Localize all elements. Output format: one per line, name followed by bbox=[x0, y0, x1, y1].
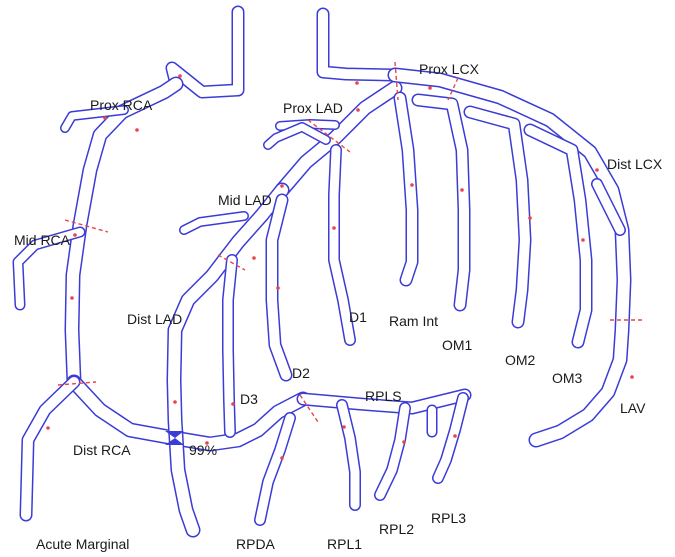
cut-mid-lad bbox=[217, 254, 246, 271]
segment-dot-12 bbox=[453, 434, 457, 438]
label-rpl3: RPL3 bbox=[431, 510, 466, 526]
vessel-ram-int-lumen bbox=[395, 93, 417, 285]
vessel-rpl1-lumen bbox=[337, 400, 360, 510]
segment-dot-5 bbox=[46, 426, 50, 430]
label-lav: LAV bbox=[620, 400, 646, 416]
segment-dot-13 bbox=[355, 81, 359, 85]
label-dist-rca: Dist RCA bbox=[73, 442, 131, 458]
cut-mid-rca bbox=[64, 219, 109, 233]
label-d2: D2 bbox=[292, 365, 310, 381]
vessel-rpl2-lumen bbox=[375, 403, 410, 500]
vessel-lad-d1-main-lumen bbox=[329, 145, 355, 345]
vessel-rca-prox-outline bbox=[64, 76, 184, 390]
cut-prox-lad bbox=[307, 119, 351, 153]
vessel-rca-mid-branch-lumen bbox=[14, 228, 84, 309]
label-dist-lad: Dist LAD bbox=[127, 311, 182, 327]
label-dist-lcx: Dist LCX bbox=[607, 156, 663, 172]
vessel-rpls-lumen bbox=[298, 390, 470, 413]
segment-dot-2 bbox=[135, 128, 139, 132]
segment-dot-25 bbox=[231, 402, 235, 406]
segment-dot-8 bbox=[280, 184, 284, 188]
vessel-aortic-rca-stub-lumen bbox=[167, 7, 243, 97]
segment-dot-18 bbox=[528, 216, 532, 220]
label-om3: OM3 bbox=[552, 370, 583, 386]
vessel-prox-lad-branch-lumen bbox=[276, 120, 339, 130]
segment-boundaries bbox=[57, 61, 642, 423]
vessel-lad-prox-lumen bbox=[276, 82, 401, 196]
segment-dot-6 bbox=[173, 400, 177, 404]
label-d3: D3 bbox=[240, 391, 258, 407]
vessel-d3-lumen bbox=[223, 255, 237, 437]
cut-d2 bbox=[299, 394, 319, 423]
vessel-rpl3-lumen bbox=[433, 393, 468, 483]
vessel-rpda-lumen bbox=[255, 413, 295, 525]
label-rpls: RPLS bbox=[365, 388, 402, 404]
segment-dot-17 bbox=[460, 188, 464, 192]
vessel-outlines bbox=[12, 5, 632, 538]
segment-dot-19 bbox=[581, 238, 585, 242]
label-rpl1: RPL1 bbox=[327, 536, 362, 552]
vessel-om3-lumen bbox=[525, 125, 591, 347]
segment-dot-20 bbox=[595, 168, 599, 172]
label-prox-lad: Prox LAD bbox=[283, 100, 343, 116]
vessel-rca-dist-lumen bbox=[68, 376, 309, 450]
label-ram-int: Ram Int bbox=[389, 313, 438, 329]
vessel-om2-lumen bbox=[465, 107, 530, 327]
label-prox-rca: Prox RCA bbox=[90, 97, 153, 113]
segment-dot-15 bbox=[428, 86, 432, 90]
label-om1: OM1 bbox=[442, 337, 473, 353]
segment-dot-10 bbox=[342, 425, 346, 429]
segment-dot-0 bbox=[178, 74, 182, 78]
label-mid-lad: Mid LAD bbox=[218, 192, 272, 208]
vessel-lav-branch-lumen bbox=[592, 179, 625, 235]
vessel-rca-conus-lumen bbox=[61, 106, 128, 132]
vessel-acute-marginal-lumen bbox=[21, 377, 79, 520]
label-acute-marginal: Acute Marginal bbox=[36, 536, 129, 552]
vessel-lm-stub-outline bbox=[316, 7, 402, 82]
label-rpl2: RPL2 bbox=[379, 521, 414, 537]
segment-dot-11 bbox=[402, 440, 406, 444]
segment-markers bbox=[46, 74, 634, 460]
label-rpda: RPDA bbox=[236, 536, 276, 552]
segment-dot-21 bbox=[630, 375, 634, 379]
label-mid-rca: Mid RCA bbox=[14, 232, 71, 248]
vessel-mid-lad-branch-lumen bbox=[180, 212, 248, 234]
label-d1: D1 bbox=[349, 309, 367, 325]
cut-dist-rca bbox=[57, 381, 97, 386]
segment-dot-23 bbox=[276, 286, 280, 290]
vessel-lad-d1-lumen bbox=[264, 123, 330, 149]
vessel-lad-mid-lumen bbox=[168, 184, 288, 536]
vessel-lm-stub-lumen bbox=[318, 9, 400, 80]
segment-dot-14 bbox=[356, 108, 360, 112]
segment-dot-9 bbox=[280, 456, 284, 460]
label-prox-lcx: Prox LCX bbox=[419, 61, 480, 77]
segment-dot-22 bbox=[332, 226, 336, 230]
vessel-lcx-lumen bbox=[389, 69, 630, 446]
vessel-om1-lumen bbox=[413, 95, 469, 310]
cut-prox-lcx bbox=[394, 61, 399, 101]
stenosis-marker bbox=[165, 431, 184, 445]
segment-dot-1 bbox=[103, 116, 107, 120]
stenosis-percent-label: 99% bbox=[189, 442, 217, 458]
segment-dot-7 bbox=[205, 441, 209, 445]
segment-dot-4 bbox=[70, 296, 74, 300]
vessel-d2-lumen bbox=[267, 195, 291, 380]
segment-dot-16 bbox=[410, 183, 414, 187]
segment-dot-3 bbox=[73, 233, 77, 237]
segment-dot-24 bbox=[252, 256, 256, 260]
vessel-rca-prox-lumen bbox=[66, 78, 182, 388]
label-om2: OM2 bbox=[505, 352, 536, 368]
